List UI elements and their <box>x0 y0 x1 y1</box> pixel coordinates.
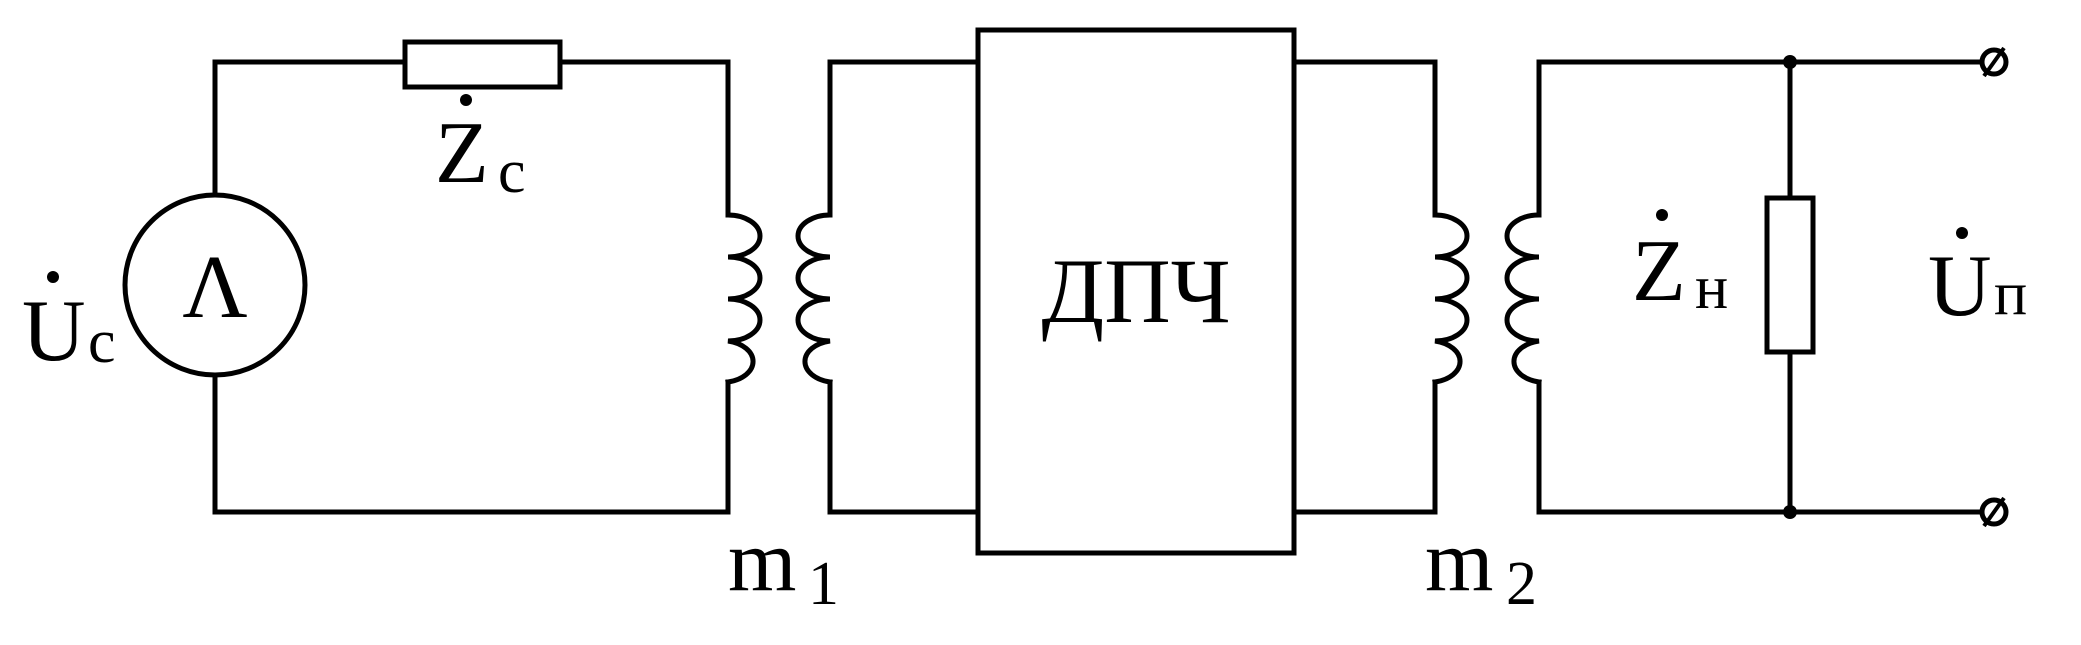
transformer-2-primary-wire <box>1291 59 1438 515</box>
transformer-1-secondary-wire <box>827 59 981 515</box>
label-source-impedance: Z c <box>435 94 526 206</box>
source-circuit: Λ <box>122 39 731 515</box>
frequency-converter-block: ДПЧ <box>975 27 1297 556</box>
transformer-1-secondary-coil <box>795 212 833 385</box>
label-main: U <box>22 283 86 380</box>
output-terminal-bottom <box>1979 496 2009 528</box>
source-impedance-resistor <box>402 39 563 90</box>
label-main: Z <box>1632 223 1686 320</box>
phasor-dot <box>1656 209 1668 221</box>
label-transformer-2: m 2 <box>1425 513 1537 618</box>
transformer-1 <box>725 59 981 515</box>
phasor-dot <box>1956 227 1968 239</box>
source-loop-wire <box>212 59 731 515</box>
phasor-dot <box>460 94 472 106</box>
label-sub: c <box>88 308 116 376</box>
output-wire <box>1536 59 1983 515</box>
block-label: ДПЧ <box>1042 240 1231 342</box>
label-sub: н <box>1695 254 1728 322</box>
label-sub: 2 <box>1506 550 1537 618</box>
label-load-impedance: Z н <box>1632 209 1728 322</box>
output-terminal-top <box>1979 46 2009 78</box>
label-main: m <box>728 513 796 610</box>
junction-dot-bottom <box>1783 505 1797 519</box>
label-main: m <box>1425 513 1493 610</box>
phasor-dot <box>47 271 59 283</box>
transformer-1-primary-coil <box>725 212 763 385</box>
transformer-2 <box>1291 59 1542 515</box>
label-sub: 1 <box>808 550 839 618</box>
load-impedance-resistor <box>1764 195 1816 355</box>
label-sub: c <box>498 138 526 206</box>
junction-dot-top <box>1783 55 1797 69</box>
label-main: Z <box>435 105 489 202</box>
transformer-2-primary-coil <box>1432 212 1470 385</box>
block-rectangle <box>975 27 1297 556</box>
label-output-voltage: U п <box>1928 227 2027 335</box>
label-sub: п <box>1994 260 2027 328</box>
transformer-2-secondary-coil <box>1504 212 1542 385</box>
voltage-source-circle <box>122 192 308 378</box>
label-source-voltage: U c <box>22 271 116 380</box>
label-main: U <box>1928 238 1992 335</box>
label-transformer-1: m 1 <box>728 513 839 618</box>
voltage-source-symbol: Λ <box>182 238 247 337</box>
load-circuit <box>1536 46 2009 528</box>
